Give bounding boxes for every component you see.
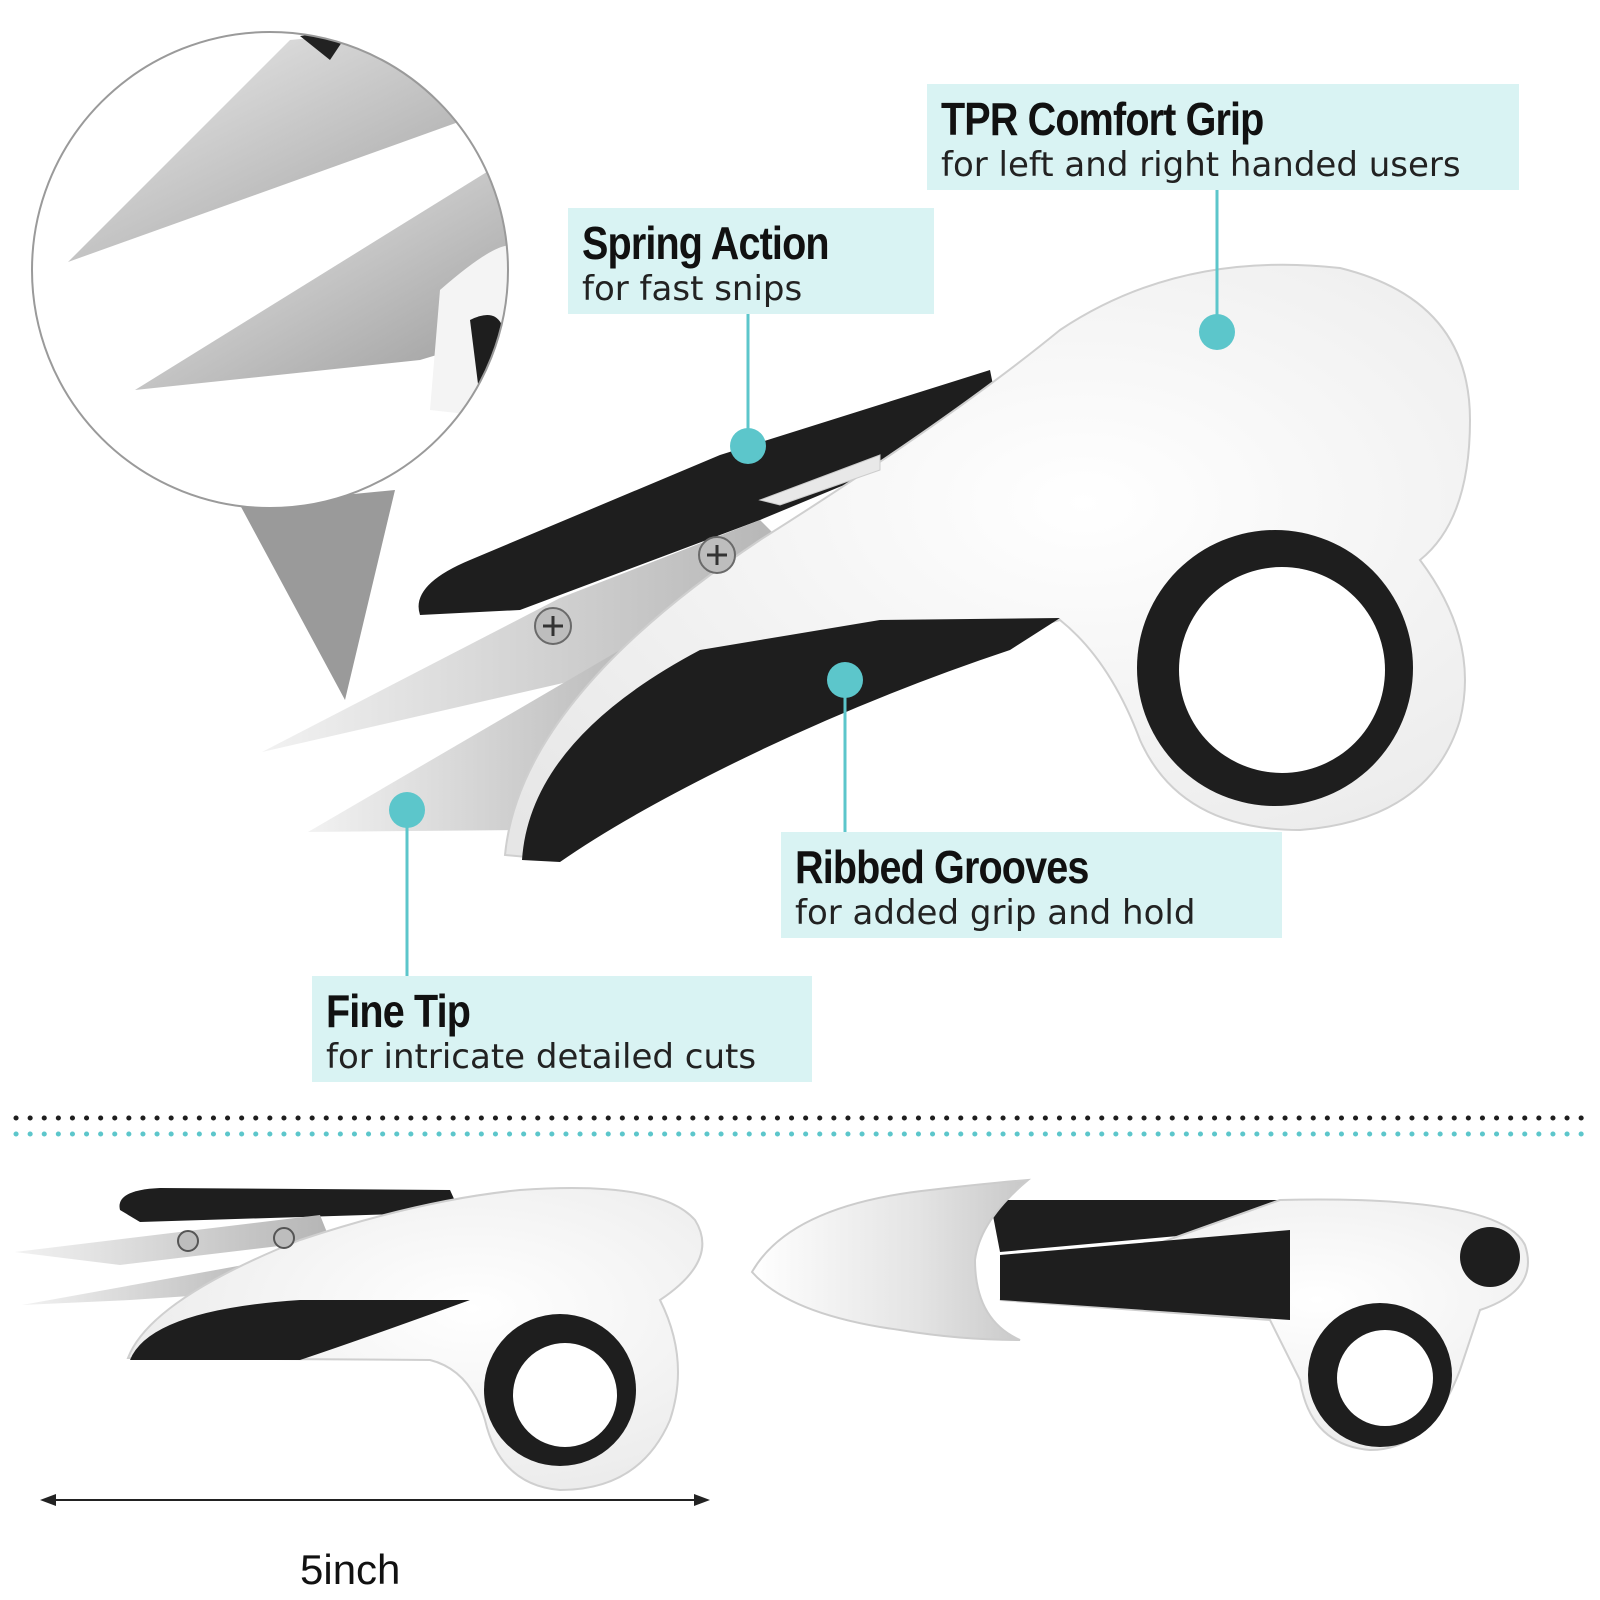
section-divider	[13, 1115, 1588, 1137]
callout-title: TPR Comfort Grip	[941, 93, 1264, 145]
callout-subtitle: for fast snips	[582, 269, 803, 309]
callout-title: Ribbed Grooves	[795, 841, 1089, 893]
callout-subtitle: for left and right handed users	[941, 145, 1461, 185]
callout-spring-action: Spring Action for fast snips	[568, 208, 934, 314]
blade-cap	[750, 1178, 1032, 1341]
callout-title: Fine Tip	[326, 985, 471, 1037]
capped-view-snips	[750, 1178, 1529, 1452]
callout-title: Spring Action	[582, 217, 830, 269]
callout-subtitle: for intricate detailed cuts	[326, 1037, 757, 1077]
ribbed-marker-dot	[827, 662, 863, 698]
dimension-arrow	[40, 1494, 710, 1506]
fine-tip-marker-dot	[389, 792, 425, 828]
callout-ribbed-grooves: Ribbed Grooves for added grip and hold	[781, 832, 1282, 938]
zoom-detail	[31, 31, 509, 700]
lower-blade	[308, 650, 660, 832]
zoom-pointer	[240, 490, 395, 700]
zoom-blade-lower	[135, 170, 508, 390]
callout-connectors	[389, 190, 1235, 976]
callout-fine-tip: Fine Tip for intricate detailed cuts	[312, 976, 812, 1082]
dimension-label: 5inch	[300, 1546, 401, 1593]
upper-black-grip	[418, 370, 1001, 615]
callout-subtitle: for added grip and hold	[795, 893, 1196, 933]
tpr-marker-dot	[1199, 314, 1235, 350]
zoom-blade-upper	[68, 35, 508, 262]
upper-blade	[262, 520, 790, 752]
callout-tpr-comfort-grip: TPR Comfort Grip for left and right hand…	[927, 84, 1519, 190]
side-view-snips	[15, 1187, 704, 1492]
lower-black-grip	[522, 618, 1060, 862]
spring-marker-dot	[730, 428, 766, 464]
main-snips	[262, 263, 1472, 862]
